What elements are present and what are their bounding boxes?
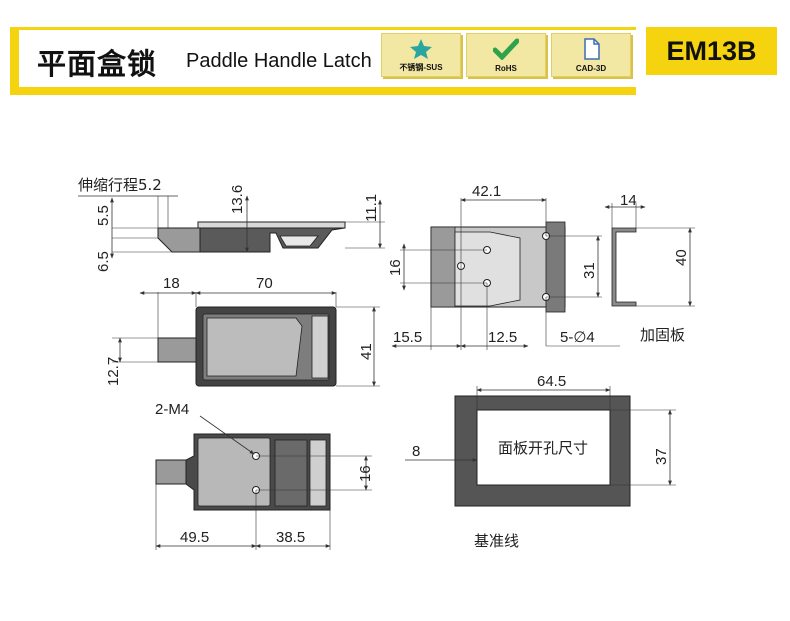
title-english: Paddle Handle Latch: [186, 50, 372, 72]
cutout-view: 64.5 37 8 面板开孔尺寸 基准线: [405, 373, 676, 550]
dim-15-5: 15.5: [393, 329, 422, 346]
side-view: 伸缩行程5.2 13.6 11.1 5.5 6.5: [78, 176, 385, 272]
dim-16-bottom: 16: [357, 465, 374, 482]
badge-rohs: RoHS: [466, 33, 546, 77]
dim-31: 31: [581, 262, 598, 279]
rohs-check-icon: [493, 38, 519, 60]
badge-sus: 不锈钢-SUS: [381, 33, 461, 77]
model-number: EM13B: [646, 27, 777, 75]
sus-star-icon: [410, 39, 432, 59]
dim-70: 70: [256, 275, 273, 292]
dim-41: 41: [358, 343, 375, 360]
plate-label: 加固板: [640, 326, 685, 344]
bottom-view: 2-M4 16 49.5 38.5: [155, 401, 374, 550]
dim-42-1: 42.1: [472, 183, 501, 200]
stroke-label: 伸缩行程5.2: [78, 176, 162, 194]
title-chinese: 平面盒锁: [37, 47, 158, 81]
dim-12-7: 12.7: [105, 357, 122, 386]
back-view: 42.1 16 31 15.5 12.5 5-∅4: [387, 183, 620, 350]
dim-16-back: 16: [387, 259, 404, 276]
dim-40: 40: [673, 249, 690, 266]
holes-label: 5-∅4: [560, 329, 595, 346]
dim-14: 14: [620, 192, 637, 209]
dim-8: 8: [412, 443, 420, 460]
header-banner: 平面盒锁 Paddle Handle Latch 不锈钢-SUS RoHS CA…: [10, 27, 777, 95]
dim-13-6: 13.6: [229, 185, 246, 214]
dim-12-5: 12.5: [488, 329, 517, 346]
dim-49-5: 49.5: [180, 529, 209, 546]
dim-11-1: 11.1: [363, 194, 380, 222]
accent-bar-bottom: [10, 87, 636, 95]
badge-sus-label: 不锈钢-SUS: [399, 63, 443, 72]
badge-cad-label: CAD-3D: [575, 64, 607, 73]
badge-cad: CAD-3D: [551, 33, 631, 77]
thread-label: 2-M4: [155, 401, 189, 418]
cutout-label: 面板开孔尺寸: [498, 439, 588, 457]
plate-view: 14 40 加固板: [604, 192, 695, 344]
dim-64-5: 64.5: [537, 373, 566, 390]
accent-bar-top: [10, 27, 636, 30]
dim-18: 18: [163, 275, 180, 292]
dim-6-5: 6.5: [95, 251, 112, 272]
top-view: 18 70 41 12.7: [105, 275, 380, 387]
cad-file-icon: [584, 38, 600, 60]
badge-rohs-label: RoHS: [495, 64, 517, 73]
dim-38-5: 38.5: [276, 529, 305, 546]
accent-bar-left: [10, 27, 19, 95]
dim-5-5: 5.5: [95, 205, 112, 226]
baseline-label: 基准线: [474, 532, 519, 550]
dim-37: 37: [653, 448, 670, 465]
